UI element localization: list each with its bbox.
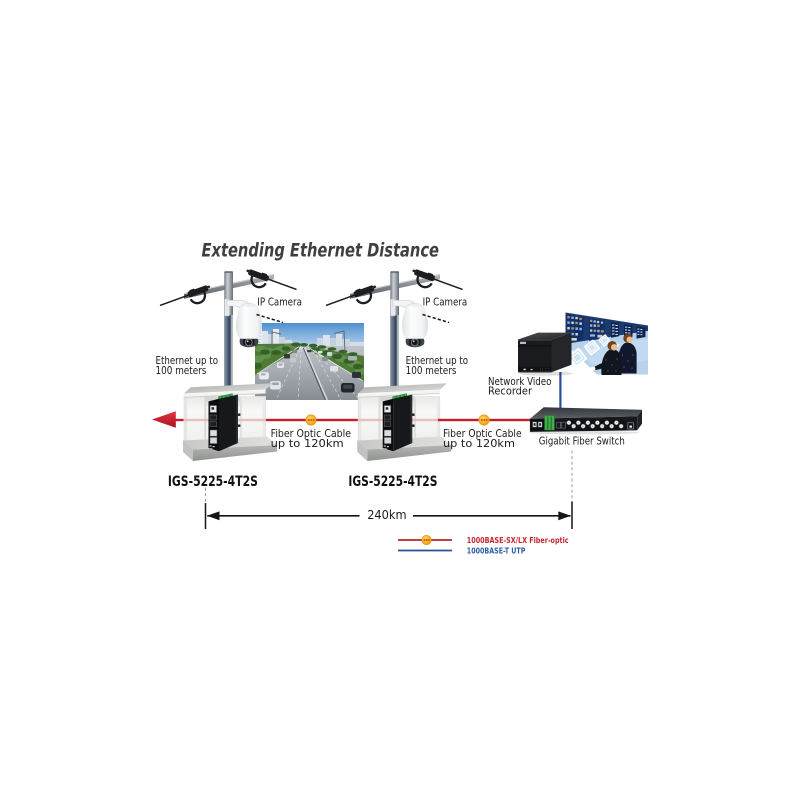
utp-link-line <box>559 372 562 411</box>
wdm-node-left <box>305 414 317 426</box>
svg-text:up to 120km: up to 120km <box>443 438 515 450</box>
nvr-box <box>518 332 573 376</box>
svg-text:Ethernet up to: Ethernet up to <box>156 356 219 367</box>
wdm-node-right <box>478 414 490 426</box>
fiber-note-left: Fiber Optic Cable up to 120km <box>271 428 351 450</box>
total-distance-label: 240km <box>367 508 406 522</box>
nvr-label: Network Video Recorder <box>488 376 552 398</box>
gigabit-fiber-switch <box>529 407 642 435</box>
svg-text:Fiber Optic Cable: Fiber Optic Cable <box>271 428 351 440</box>
fiber-note-right: Fiber Optic Cable up to 120km <box>443 428 522 450</box>
svg-text:Ethernet up to: Ethernet up to <box>406 356 469 367</box>
fiber-switch-label: Gigabit Fiber Switch <box>539 435 625 447</box>
svg-text:1000BASE-SX/LX Fiber-optic: 1000BASE-SX/LX Fiber-optic <box>467 536 569 545</box>
svg-text:1000BASE-T UTP: 1000BASE-T UTP <box>467 546 526 555</box>
ethernet-note-right: Ethernet up to 100 meters <box>406 356 469 377</box>
switch-model-right: IGS-5225-4T2S <box>348 474 437 490</box>
operator-near <box>590 341 622 375</box>
svg-text:up to 120km: up to 120km <box>271 438 344 450</box>
svg-text:100 meters: 100 meters <box>156 366 207 377</box>
legend: 1000BASE-SX/LX Fiber-optic 1000BASE-T UT… <box>398 534 569 555</box>
ip-camera-label-left: IP Camera <box>257 296 302 308</box>
ethernet-note-left: Ethernet up to 100 meters <box>156 356 219 377</box>
svg-text:100 meters: 100 meters <box>406 366 457 377</box>
svg-text:Network Video: Network Video <box>488 376 552 388</box>
switch-model-left: IGS-5225-4T2S <box>168 474 258 490</box>
ip-camera-label-right: IP Camera <box>423 296 468 308</box>
fiber-arrowhead-left <box>152 411 176 428</box>
control-room-illustration <box>565 312 648 375</box>
svg-text:Recorder: Recorder <box>488 386 533 398</box>
fiber-ports-row <box>566 419 627 431</box>
svg-text:Fiber Optic Cable: Fiber Optic Cable <box>443 428 522 440</box>
legend-item-utp: 1000BASE-T UTP <box>398 546 526 555</box>
distance-dimension: 240km <box>204 450 573 529</box>
industrial-switch-left <box>208 393 241 452</box>
diagram-title: Extending Ethernet Distance <box>202 240 440 261</box>
highway-photo <box>255 323 364 400</box>
legend-item-fiber: 1000BASE-SX/LX Fiber-optic <box>398 534 569 546</box>
industrial-switch-right <box>382 393 416 452</box>
